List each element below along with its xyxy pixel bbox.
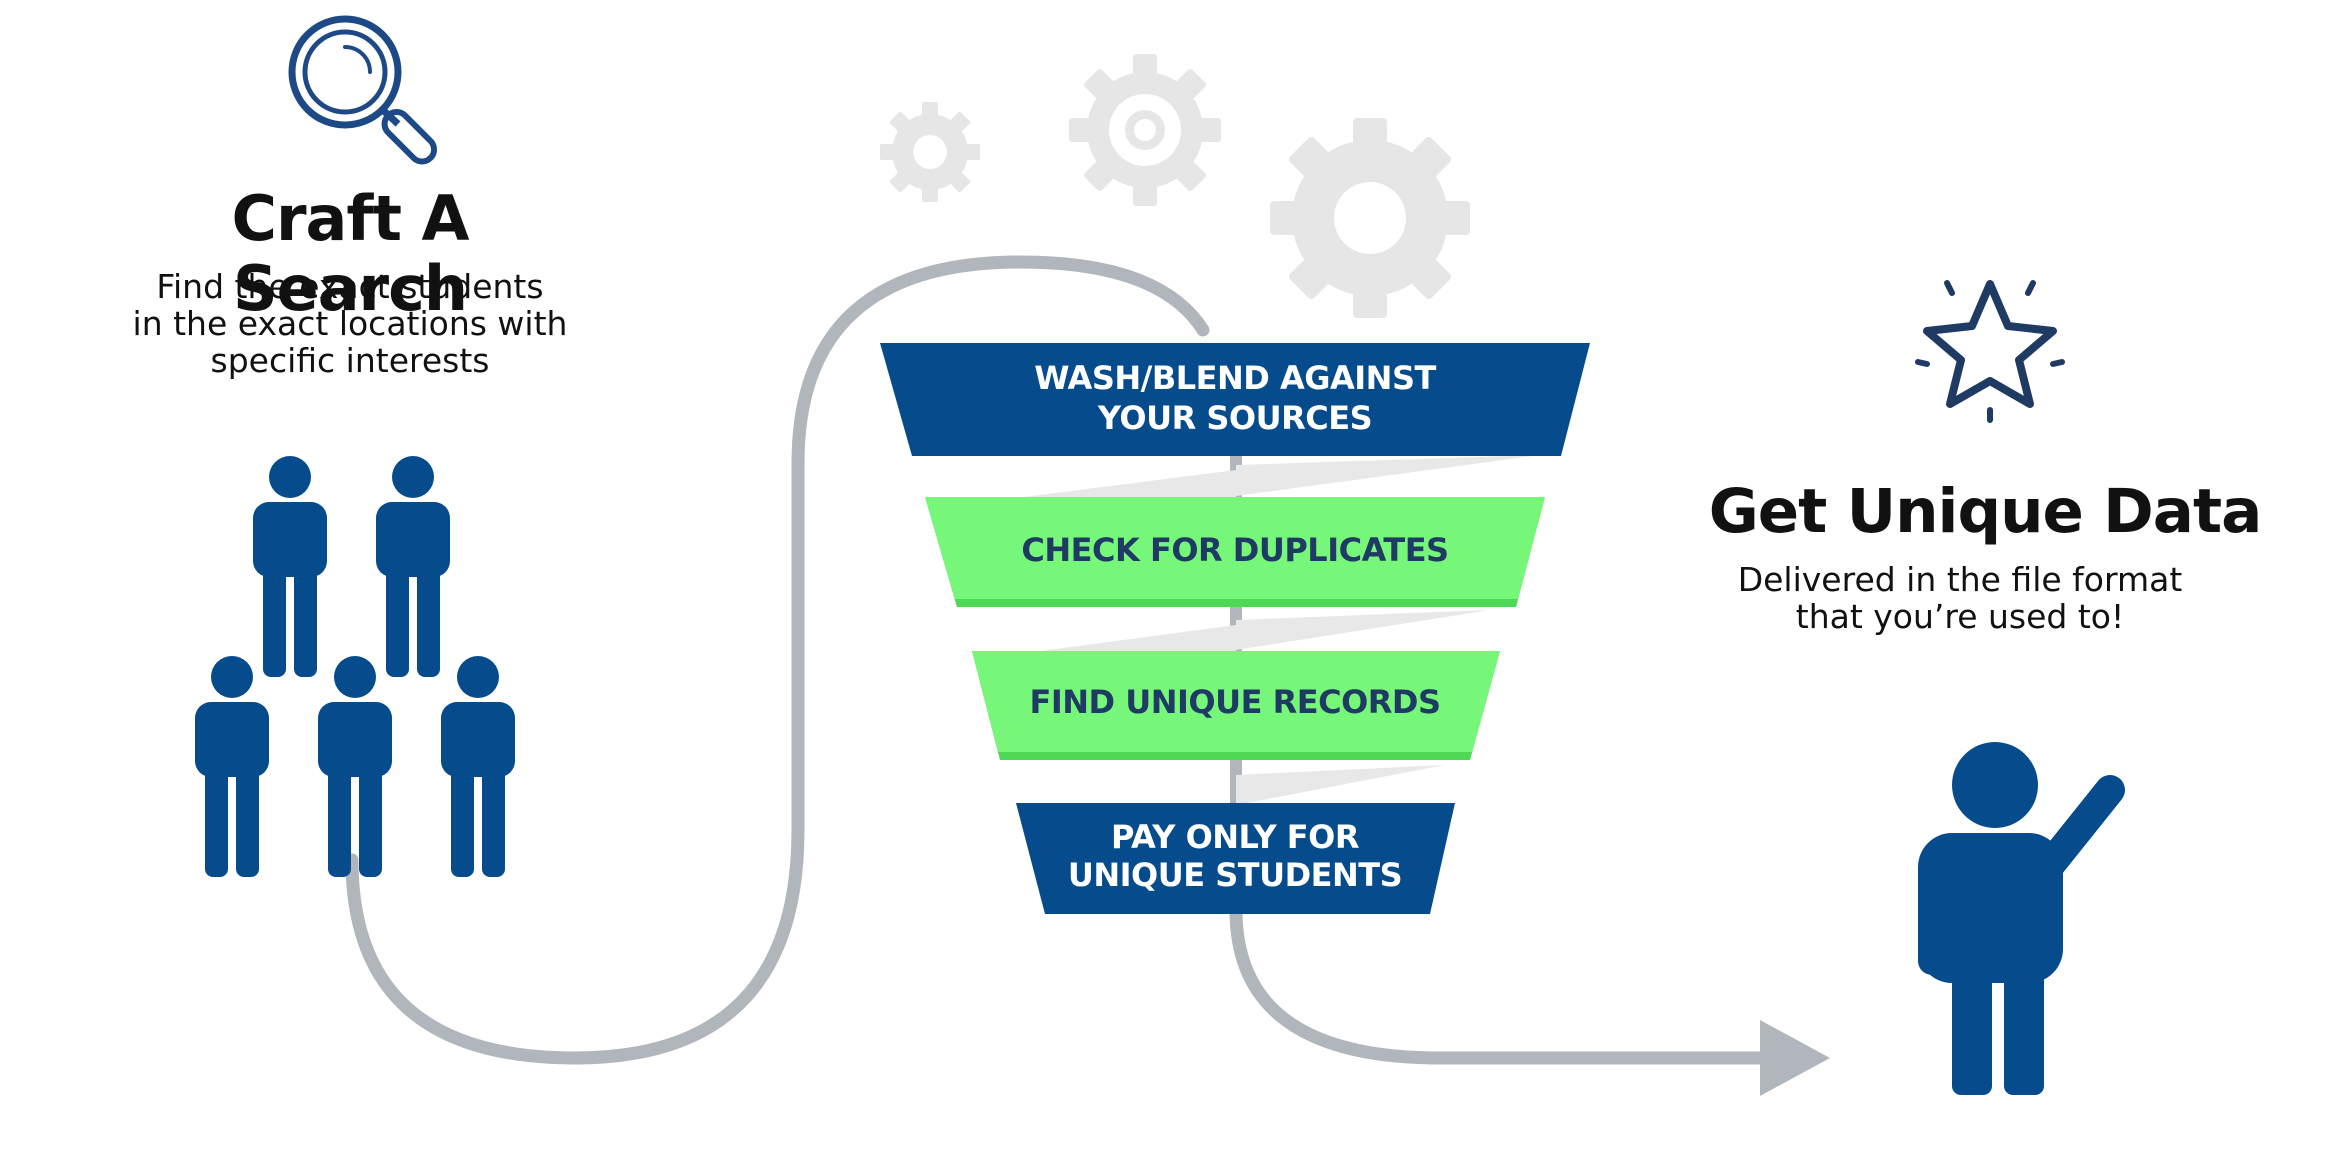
funnel-step-2-label: CHECK FOR DUPLICATES — [940, 530, 1530, 570]
funnel-step-3-face — [972, 651, 1500, 752]
person-waving-icon — [1918, 742, 2125, 1095]
funnel-step-3-label: FIND UNIQUE RECORDS — [980, 682, 1490, 722]
flow-path-exit — [1229, 909, 1762, 1065]
funnel-ribbons — [1000, 455, 1540, 805]
funnel-step-1-label: WASH/BLEND AGAINST YOUR SOURCES — [900, 358, 1570, 438]
student-group — [195, 456, 515, 877]
right-title: Get Unique Data — [1708, 476, 2263, 547]
gear-large-icon — [1270, 118, 1470, 318]
funnel-step-3-line: FIND UNIQUE RECORDS — [1029, 683, 1441, 721]
funnel — [880, 343, 1590, 914]
left-title: Craft A Search — [231, 182, 469, 325]
funnel-step-2-line: CHECK FOR DUPLICATES — [1021, 531, 1449, 569]
right-description-line: Delivered in the file format — [1737, 560, 2183, 599]
right-description-line: that you’re used to! — [1795, 597, 2125, 636]
funnel-step-1-line: WASH/BLEND AGAINST — [1034, 359, 1436, 397]
funnel-step-1-line: YOUR SOURCES — [1097, 399, 1373, 437]
funnel-step-4-line: PAY ONLY FOR — [1111, 818, 1359, 856]
gear-small-icon — [880, 102, 980, 202]
funnel-step-1-shape — [880, 343, 1590, 456]
flow-path — [345, 255, 1210, 1065]
gears-icon — [880, 54, 1470, 318]
funnel-step-4-line: UNIQUE STUDENTS — [1067, 856, 1403, 894]
funnel-step-4-shape — [1016, 803, 1455, 914]
arrow-head-icon — [1760, 1020, 1830, 1096]
right-description: Delivered in the file format that you’re… — [1715, 561, 2205, 635]
left-description-line: Find the exact students — [156, 267, 544, 306]
person-icon — [376, 456, 450, 677]
magnifier-icon — [288, 15, 438, 165]
left-description-line: in the exact locations with — [132, 304, 568, 343]
person-icon — [253, 456, 327, 677]
person-icon — [441, 656, 515, 877]
gear-medium-icon — [1069, 54, 1221, 206]
left-description: Find the exact students in the exact loc… — [110, 268, 590, 379]
funnel-step-2-face — [925, 497, 1545, 599]
left-description-line: specific interests — [210, 341, 490, 380]
star-icon — [1915, 280, 2065, 423]
funnel-step-4-label: PAY ONLY FOR UNIQUE STUDENTS — [1030, 818, 1440, 894]
person-icon — [318, 656, 392, 877]
person-icon — [195, 656, 269, 877]
